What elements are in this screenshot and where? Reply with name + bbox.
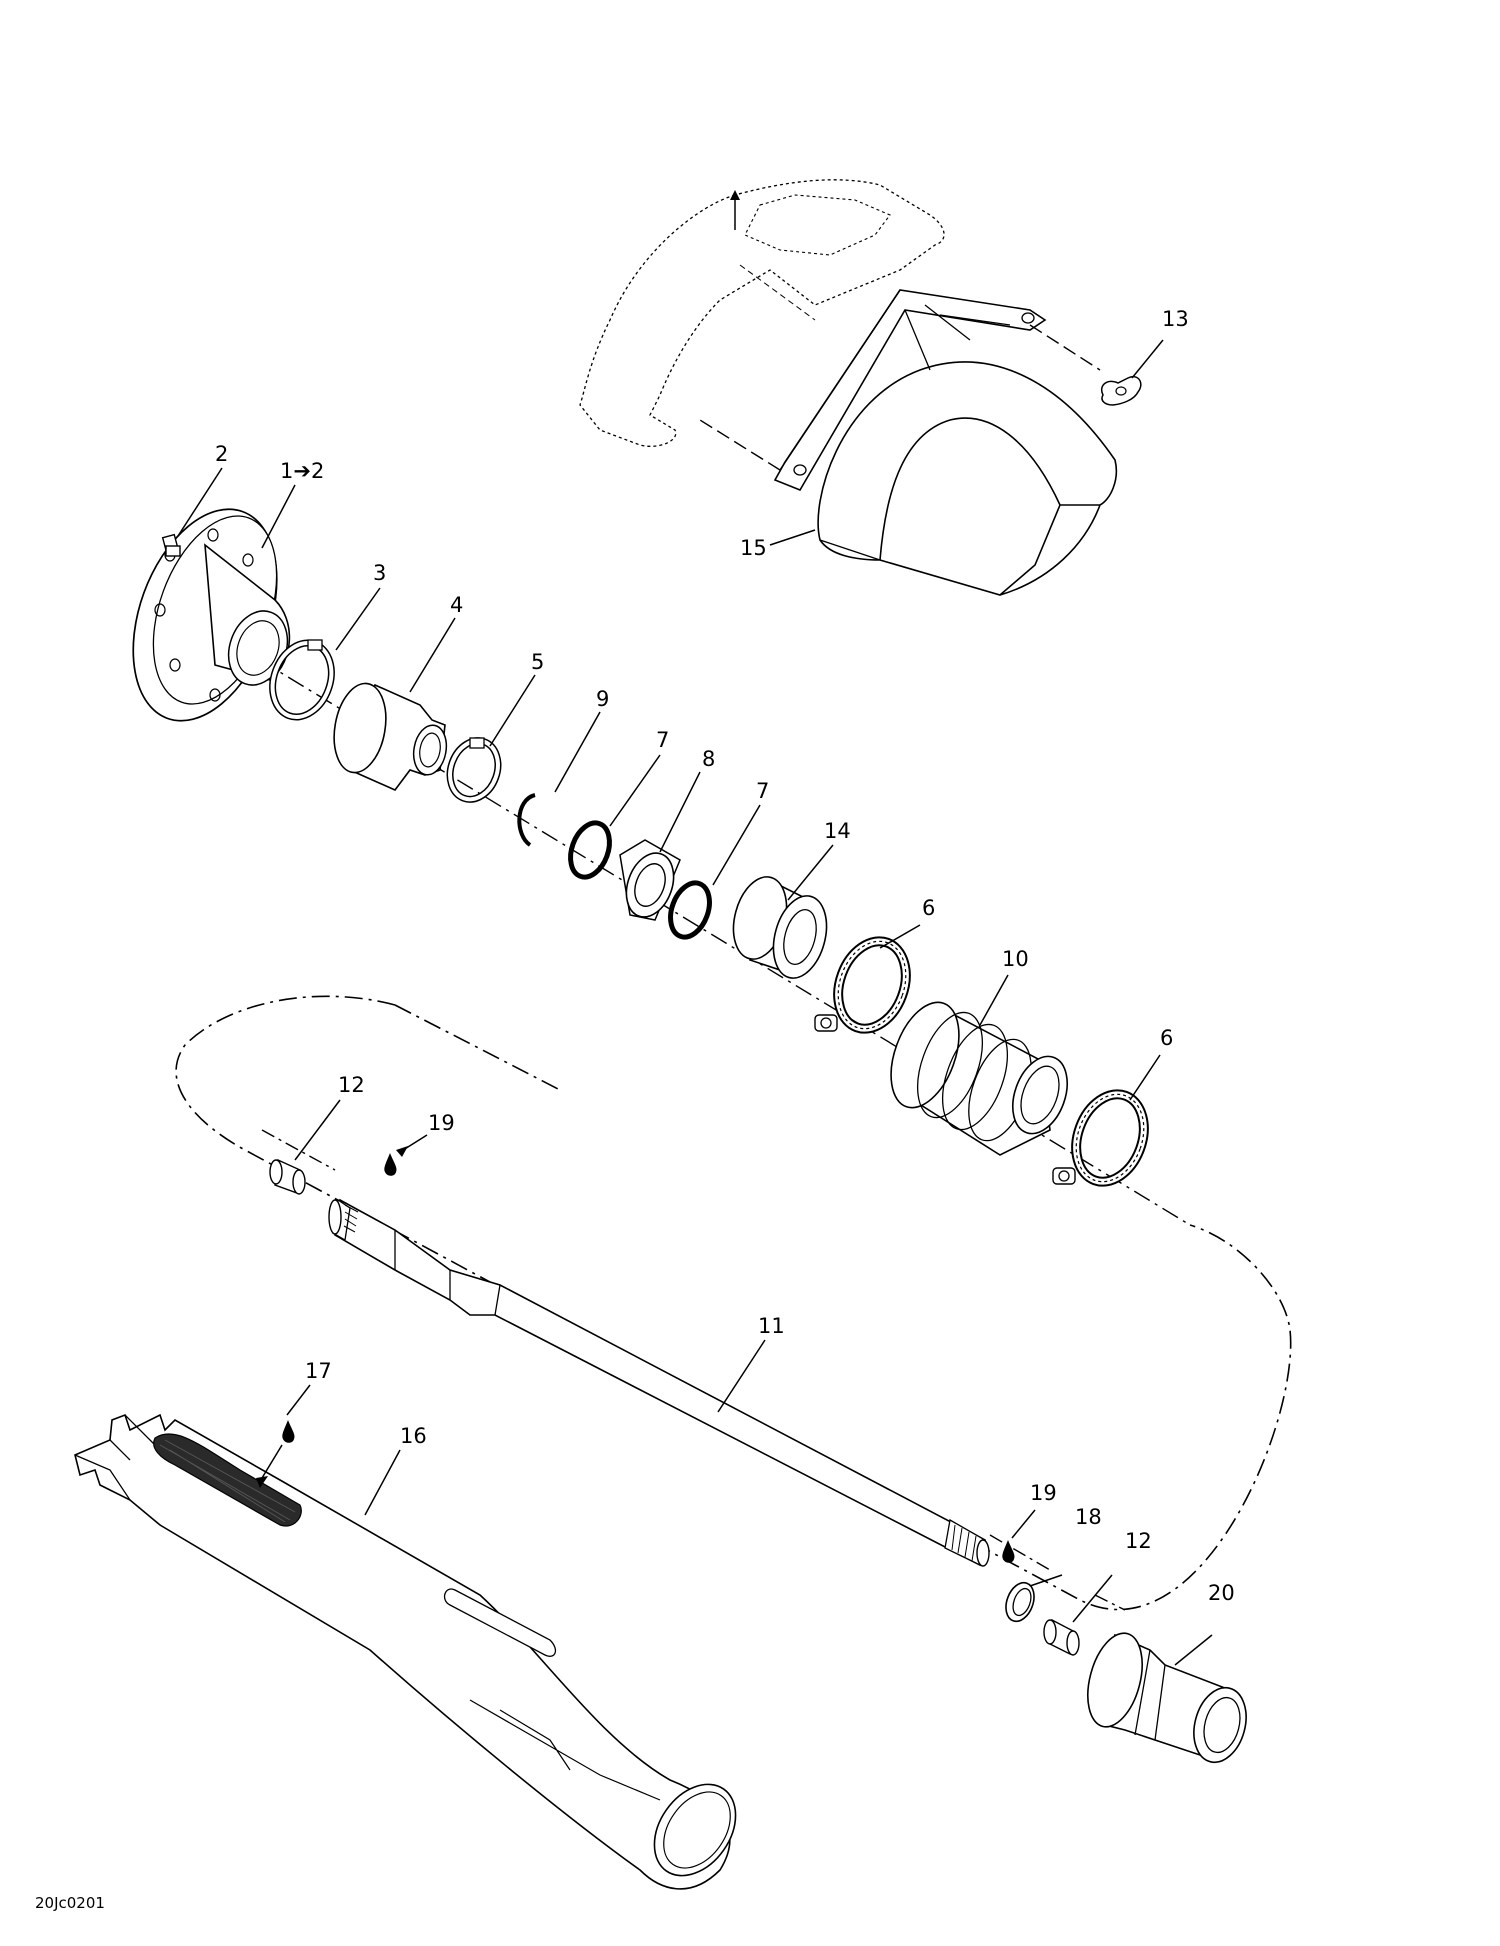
lubricant-drop-icon [1002, 1540, 1015, 1563]
callout-7-upper: 7 [656, 728, 669, 752]
part-2-grease-fitting [161, 533, 181, 557]
callout-4: 4 [450, 593, 463, 617]
callout-15: 15 [740, 536, 767, 560]
part-7-o-ring-a [568, 820, 612, 880]
lubricant-drop-icon [282, 1420, 295, 1443]
part-10-bellows [890, 1001, 1068, 1156]
part-12-bushing-b [1043, 1618, 1080, 1656]
callout-19-lower: 19 [1030, 1481, 1057, 1505]
leader-lines [177, 339, 1213, 1666]
callout-12-upper: 12 [338, 1073, 365, 1097]
part-7-o-ring-b [668, 880, 712, 940]
part-13-wing-nut [1101, 376, 1142, 406]
part-4-boot [333, 682, 448, 791]
callout-10: 10 [1002, 947, 1029, 971]
callout-12-lower: 12 [1125, 1529, 1152, 1553]
part-3-clamp [269, 639, 335, 721]
part-11-drive-shaft [328, 1198, 990, 1567]
part-9-circlip [517, 793, 536, 847]
part-16-tool [74, 1413, 737, 1890]
callout-19-upper: 19 [428, 1111, 455, 1135]
part-5-clamp [446, 737, 502, 803]
callout-13: 13 [1162, 307, 1189, 331]
part-12-bushing-a [269, 1158, 306, 1195]
callout-6-upper: 6 [922, 896, 935, 920]
part-6-hose-clamp-b [1052, 1089, 1149, 1187]
assembly-loop [175, 995, 1292, 1610]
callout-1-to-2: 1➔2 [280, 459, 324, 483]
lubricant-drop-icon [384, 1153, 397, 1176]
callout-6-lower: 6 [1160, 1026, 1173, 1050]
callout-3: 3 [373, 561, 386, 585]
callout-16: 16 [400, 1424, 427, 1448]
part-20-housing [1087, 1632, 1247, 1764]
callout-14: 14 [824, 819, 851, 843]
figure-code: 20Jc0201 [35, 1894, 105, 1912]
part-14-sleeve [732, 876, 828, 979]
part-1-flange [132, 508, 291, 722]
part-15-guard [579, 179, 1118, 596]
callout-2: 2 [215, 442, 228, 466]
part-8-bearing [619, 839, 681, 921]
callout-8: 8 [702, 747, 715, 771]
callout-5: 5 [531, 650, 544, 674]
callout-18: 18 [1075, 1505, 1102, 1529]
callout-9: 9 [596, 687, 609, 711]
centerline-lower-end [989, 1534, 1126, 1611]
centerline-lower [261, 1129, 336, 1171]
part-18-washer [1005, 1581, 1035, 1623]
assembly-loop-top [394, 1004, 561, 1091]
callout-17: 17 [305, 1359, 332, 1383]
arrow-head-17 [256, 1476, 268, 1488]
arrow-head-19 [396, 1146, 408, 1157]
callout-11: 11 [758, 1314, 785, 1338]
callout-20: 20 [1208, 1581, 1235, 1605]
part-6-hose-clamp-a [814, 936, 911, 1034]
callout-7-lower: 7 [756, 779, 769, 803]
